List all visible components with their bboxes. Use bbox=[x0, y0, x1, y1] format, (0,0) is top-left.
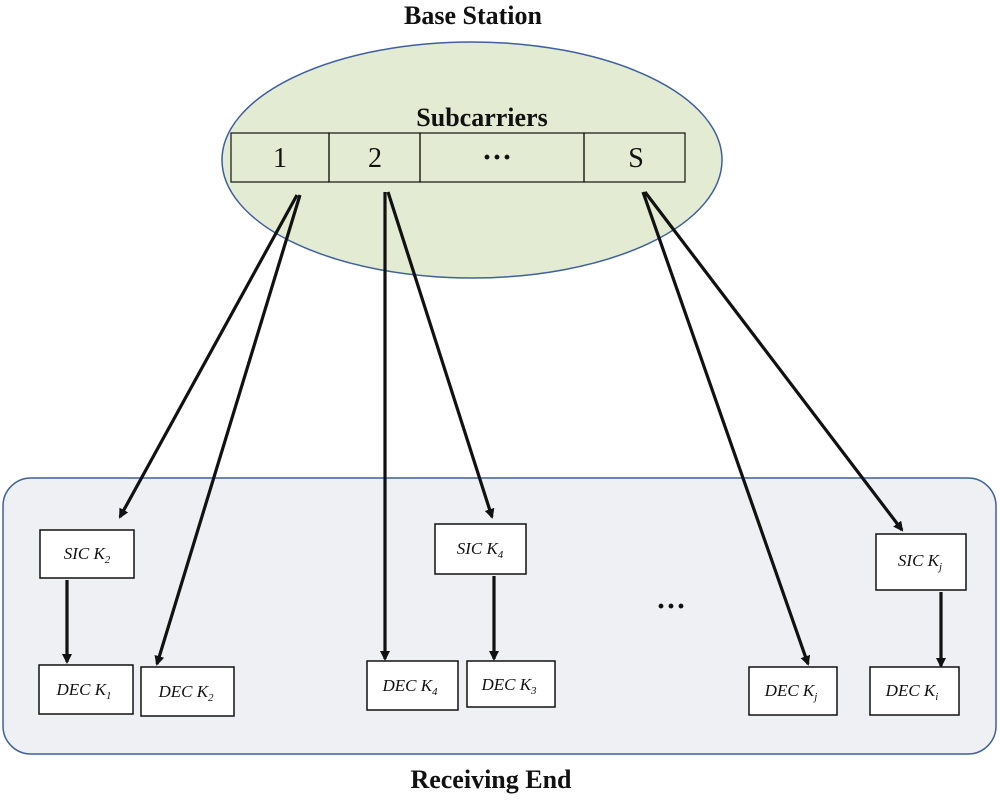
base-station-title: Base Station bbox=[404, 1, 543, 30]
sic-box-k2-frame bbox=[39, 529, 135, 579]
sic-box-kj-frame bbox=[875, 533, 967, 591]
subcarriers-label: Subcarriers bbox=[416, 103, 547, 132]
sic-box-kj: SIC Kj bbox=[875, 533, 967, 591]
dec-box-kj: DEC Kj bbox=[748, 666, 838, 716]
receiving-end-ellipsis: ··· bbox=[656, 590, 686, 623]
receiving-end-title: Receiving End bbox=[410, 765, 572, 794]
dec-box-ki-label: DEC Ki bbox=[885, 681, 939, 703]
dec-box-k3-label: DEC K3 bbox=[480, 675, 537, 697]
dec-box-k3-frame bbox=[466, 660, 556, 708]
dec-box-k4: DEC K4 bbox=[366, 660, 459, 711]
sic-box-k4-frame bbox=[434, 523, 527, 575]
dec-box-k1-frame bbox=[38, 664, 134, 715]
sic-box-k4: SIC K4 bbox=[434, 523, 527, 575]
dec-box-k2-label: DEC K2 bbox=[157, 682, 214, 704]
dec-box-k1: DEC K1 bbox=[38, 664, 134, 715]
dec-box-k2: DEC K2 bbox=[140, 666, 235, 717]
subcarrier-label-dots: ··· bbox=[482, 141, 512, 174]
sic-box-k2: SIC K2 bbox=[39, 529, 135, 579]
dec-box-k3: DEC K3 bbox=[466, 660, 556, 708]
subcarrier-cell-s bbox=[583, 132, 686, 183]
dec-box-kj-frame bbox=[748, 666, 838, 716]
dec-box-kj-label: DEC Kj bbox=[764, 681, 818, 703]
dec-box-k4-label: DEC K4 bbox=[381, 676, 438, 698]
dec-box-ki: DEC Ki bbox=[869, 666, 960, 716]
sic-box-k2-label: SIC K2 bbox=[64, 544, 111, 566]
arrow-1-to-sic-k2 bbox=[118, 194, 299, 519]
subcarrier-label-s: S bbox=[628, 143, 644, 174]
dec-box-k1-label: DEC K1 bbox=[55, 680, 111, 702]
receiving-end-panel bbox=[2, 477, 997, 755]
sic-box-k4-label: SIC K4 bbox=[457, 539, 504, 561]
subcarrier-label-2: 2 bbox=[368, 143, 382, 174]
dec-box-ki-frame bbox=[869, 666, 960, 716]
sic-box-kj-label: SIC Kj bbox=[898, 551, 942, 573]
arrow-s-to-sic-kj bbox=[643, 191, 904, 532]
dec-box-k2-frame bbox=[140, 666, 235, 717]
arrow-1-to-dec-k2 bbox=[154, 194, 302, 666]
subcarrier-label-1: 1 bbox=[273, 143, 287, 174]
dec-box-k4-frame bbox=[366, 660, 459, 711]
subcarrier-strip: 1 2 ··· S bbox=[230, 132, 686, 183]
subcarrier-arrows bbox=[118, 191, 904, 666]
base-station-ellipse bbox=[221, 41, 723, 279]
arrow-s-to-dec-kj bbox=[641, 191, 811, 666]
arrow-2-to-sic-k4 bbox=[386, 191, 495, 519]
sic-dec-arrows bbox=[62, 576, 946, 668]
